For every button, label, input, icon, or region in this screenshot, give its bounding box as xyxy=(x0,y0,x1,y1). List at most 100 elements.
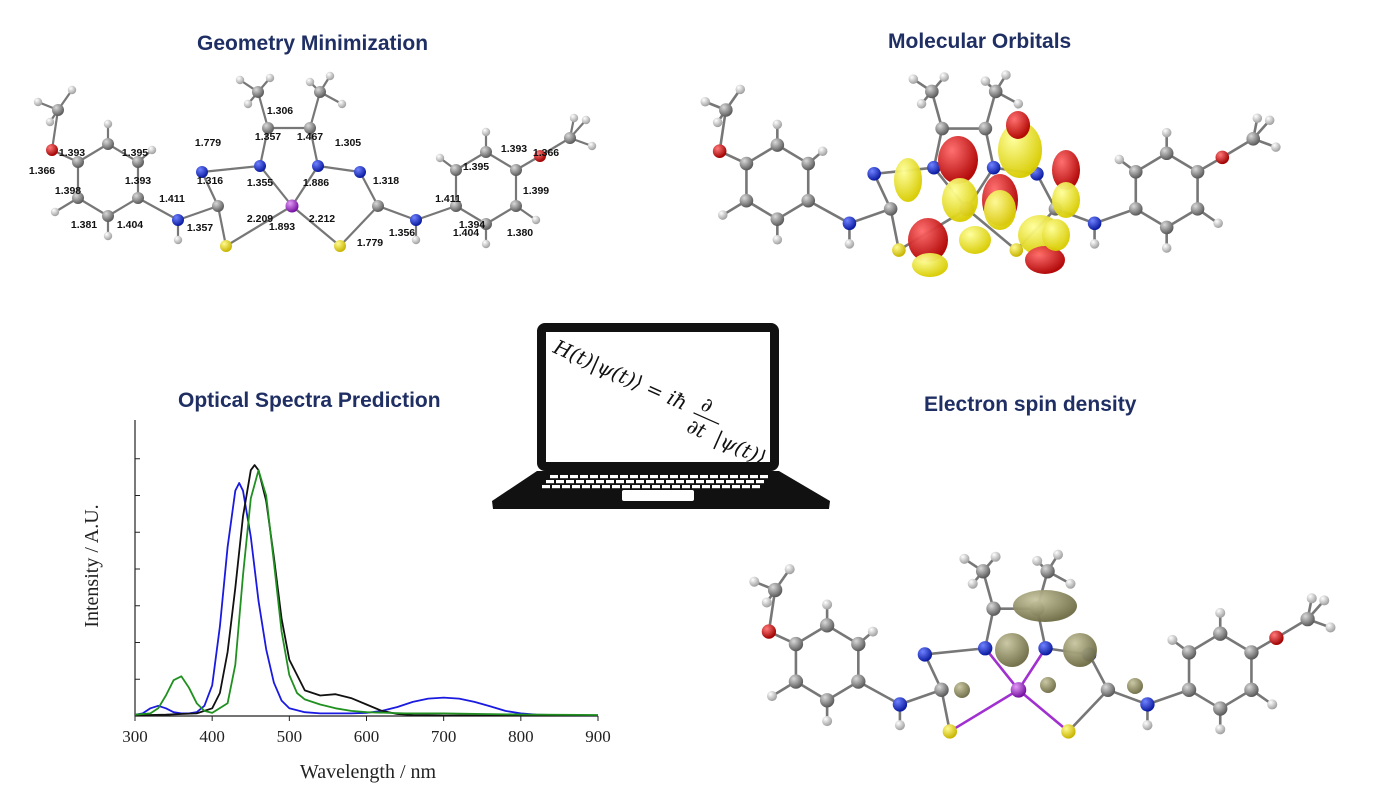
keyboard-key xyxy=(720,475,728,479)
bond-length-label: 1.395 xyxy=(122,147,148,159)
keyboard-key xyxy=(740,475,748,479)
bond-length-label: 1.411 xyxy=(435,193,461,205)
keyboard-key xyxy=(562,485,570,489)
bond-length-label: 1.366 xyxy=(533,147,559,159)
orbital-lobe-positive xyxy=(1006,111,1030,139)
equation-fraction-bar xyxy=(693,412,720,425)
carbon-atom xyxy=(1244,682,1259,698)
carbon-atom xyxy=(1213,701,1228,716)
carbon-atom xyxy=(788,674,804,689)
spin-density-lobe xyxy=(954,682,970,698)
bond xyxy=(258,164,294,208)
hydrogen-atom xyxy=(990,551,1001,562)
keyboard-key xyxy=(662,485,670,489)
carbon-atom xyxy=(480,218,492,230)
sulfur-atom xyxy=(892,243,906,257)
bond-length-label: 1.779 xyxy=(357,237,383,249)
carbon-atom xyxy=(925,84,939,99)
bond-length-label: 2.212 xyxy=(309,213,335,225)
laptop-illustration: H(t)|ψ(t)⟩ = iħ ∂ ∂t |ψ(t)⟩ xyxy=(492,323,830,509)
title-molecular-orbitals: Molecular Orbitals xyxy=(888,30,1072,53)
carbon-atom xyxy=(788,636,804,652)
bond xyxy=(948,688,1020,733)
hydrogen-atom xyxy=(1161,127,1172,138)
keyboard-key xyxy=(566,480,574,484)
bond xyxy=(889,207,901,252)
hydrogen-atom xyxy=(1052,549,1064,560)
hydrogen-atom xyxy=(908,74,919,84)
keyboard-key xyxy=(590,475,598,479)
bond-length-label: 1.404 xyxy=(453,227,479,239)
carbon-atom xyxy=(262,122,274,134)
bond xyxy=(50,108,60,152)
keyboard-key xyxy=(760,475,768,479)
sulfur-atom xyxy=(334,240,346,252)
hydrogen-atom xyxy=(817,146,828,156)
keyboard-key xyxy=(552,485,560,489)
carbon-atom xyxy=(564,132,576,144)
sulfur-atom xyxy=(220,240,232,252)
bond xyxy=(1017,688,1070,733)
bond xyxy=(258,126,270,168)
carbon-atom xyxy=(978,121,993,136)
carbon-atom xyxy=(1190,202,1205,216)
keyboard-key xyxy=(580,475,588,479)
carbon-atom xyxy=(212,200,224,212)
carbon-atom xyxy=(52,104,64,116)
nitrogen-atom xyxy=(312,160,324,172)
hydrogen-atom xyxy=(1065,578,1076,589)
hydrogen-atom xyxy=(1215,607,1226,618)
bond xyxy=(965,207,1018,252)
keyboard-key xyxy=(680,475,688,479)
x-tick-label: 700 xyxy=(431,727,457,746)
hydrogen-atom xyxy=(717,210,728,220)
oxygen-atom xyxy=(46,144,58,156)
hydrogen-atom xyxy=(1161,243,1172,253)
bond-length-label: 1.305 xyxy=(335,137,361,149)
hydrogen-atom xyxy=(1271,142,1281,152)
bond-length-label: 1.393 xyxy=(501,143,527,155)
keyboard-key xyxy=(730,475,738,479)
carbon-atom xyxy=(1246,132,1260,146)
carbon-atom xyxy=(132,192,144,204)
x-tick-label: 900 xyxy=(585,727,611,746)
bond-length-label: 1.366 xyxy=(29,165,55,177)
spin-density-lobe xyxy=(1127,678,1143,694)
carbon-atom xyxy=(372,200,384,212)
keyboard-key xyxy=(612,485,620,489)
carbon-atom xyxy=(510,200,522,212)
title-electron-spin-density: Electron spin density xyxy=(924,393,1137,416)
hydrogen-atom xyxy=(1089,239,1100,249)
keyboard-key xyxy=(632,485,640,489)
carbon-atom xyxy=(102,210,114,222)
bond-length-label: 1.380 xyxy=(507,227,533,239)
bond-length-label: 1.394 xyxy=(459,219,485,231)
keyboard-key xyxy=(556,480,564,484)
carbon-atom xyxy=(883,202,898,216)
keyboard-key xyxy=(670,475,678,479)
carbon-atom xyxy=(935,121,949,136)
keyboard-key xyxy=(682,485,690,489)
carbon-atom xyxy=(252,86,264,98)
keyboard-key xyxy=(572,485,580,489)
bond xyxy=(857,680,902,706)
orbital-lobe-positive xyxy=(1052,150,1080,190)
bond xyxy=(338,204,380,248)
orbital-lobe-negative xyxy=(942,178,978,222)
keyboard-key xyxy=(636,480,644,484)
nitrogen-atom xyxy=(978,641,993,656)
bond-length-label: 1.393 xyxy=(125,175,151,187)
hydrogen-atom xyxy=(1215,724,1226,735)
keyboard-key xyxy=(716,480,724,484)
hydrogen-atom xyxy=(1319,595,1330,606)
keyboard-key xyxy=(756,480,764,484)
hydrogen-atom xyxy=(916,99,927,109)
carbon-atom xyxy=(819,618,835,633)
keyboard-key xyxy=(620,475,628,479)
spectra-series xyxy=(134,464,599,717)
nitrogen-atom xyxy=(1140,697,1155,712)
keyboard-key xyxy=(596,480,604,484)
